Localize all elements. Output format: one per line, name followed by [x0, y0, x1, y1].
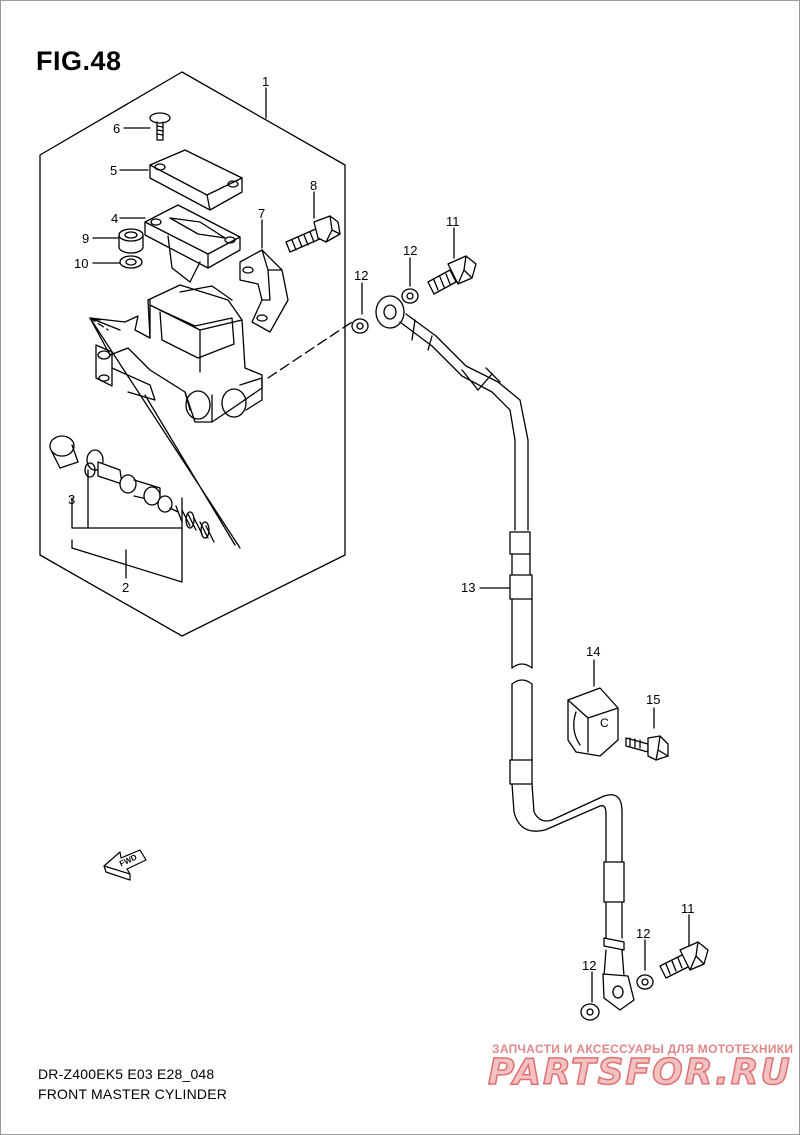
callout-6: 6	[113, 121, 120, 136]
callout-11-top: 11	[446, 214, 460, 229]
assembly-box	[39, 71, 346, 637]
callout-3: 3	[68, 492, 75, 507]
clamp-letter: C	[600, 716, 609, 730]
part-clamp-7	[239, 249, 289, 333]
diagram-caption: FRONT MASTER CYLINDER	[38, 1086, 228, 1102]
part-washer-12-d	[580, 1003, 600, 1021]
part-hose-clamp-14: C	[567, 687, 619, 757]
part-piston-kit	[49, 435, 215, 543]
callout-5: 5	[110, 163, 117, 178]
fwd-arrow-icon: FWD	[103, 849, 147, 881]
callout-12-a: 12	[354, 268, 368, 283]
callout-12-d: 12	[582, 958, 596, 973]
callout-13: 13	[461, 580, 475, 595]
watermark-tagline: ЗАПЧАСТИ И АКСЕССУАРЫ ДЛЯ МОТОТЕХНИКИ	[492, 1042, 794, 1056]
callout-4: 4	[111, 211, 118, 226]
callout-7: 7	[258, 206, 265, 221]
part-banjo-bolt-11-b	[659, 941, 709, 979]
callout-14: 14	[586, 644, 600, 659]
part-washer-10	[119, 255, 143, 269]
part-screw-6	[149, 112, 171, 141]
part-banjo-bolt-11-a	[427, 255, 477, 295]
model-code: DR-Z400EK5 E03 E28_048	[38, 1066, 215, 1082]
callout-9: 9	[82, 231, 89, 246]
part-washer-12-b	[401, 288, 419, 304]
part-bolt-15	[625, 735, 669, 761]
callout-8: 8	[310, 178, 317, 193]
callout-11-bottom: 11	[681, 901, 695, 916]
part-bolt-8	[285, 215, 341, 253]
callout-15: 15	[646, 692, 660, 707]
part-cap-5	[149, 149, 243, 211]
part-brake-hose-13	[375, 295, 635, 1011]
callout-2: 2	[122, 580, 129, 595]
part-washer-12-a	[351, 318, 369, 334]
callout-12-c: 12	[636, 926, 650, 941]
part-grommet-9	[118, 228, 144, 254]
figure-title: FIG.48	[36, 46, 122, 76]
callout-10: 10	[74, 256, 88, 271]
callout-12-b: 12	[403, 243, 417, 258]
part-washer-12-c	[636, 974, 654, 990]
part-plate-4	[144, 204, 241, 283]
watermark-logo: PARTSFOR.RU	[487, 1051, 792, 1094]
callout-1: 1	[262, 74, 269, 89]
part-master-cylinder-body	[89, 284, 263, 423]
